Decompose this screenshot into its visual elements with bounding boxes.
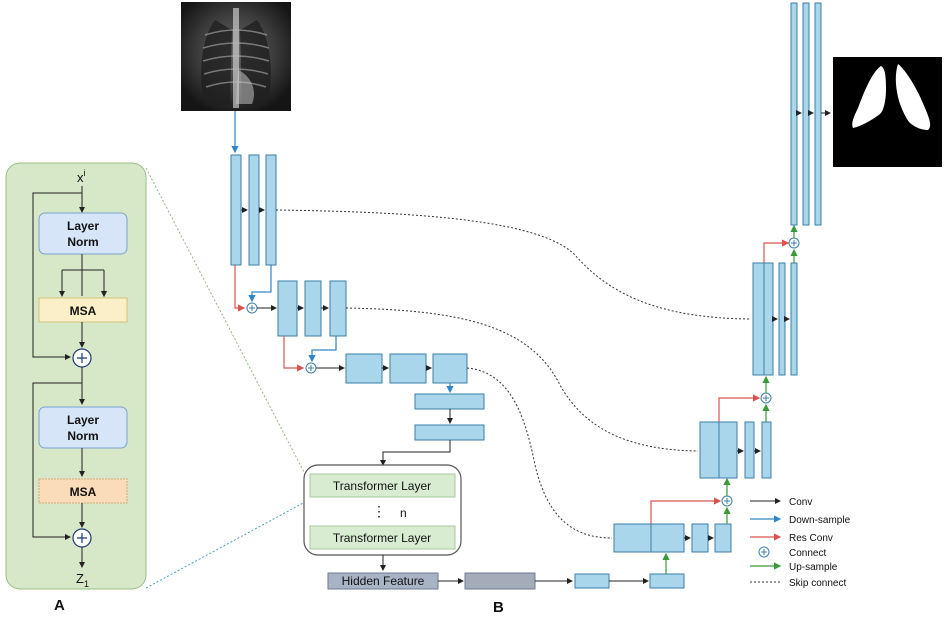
- svg-text:Down-sample: Down-sample: [789, 515, 851, 526]
- legend-item-res-conv: Res Conv: [750, 533, 833, 544]
- legend-item-connect: Connect: [758, 546, 826, 559]
- transformer-dots: ⋮: [372, 503, 386, 519]
- layer-norm-1: [38, 212, 128, 255]
- decoder-3-concat-right: [650, 523, 685, 553]
- legend-item-up-sample: Up-sample: [750, 562, 838, 573]
- msa-block-2: [38, 478, 128, 504]
- bottleneck-block-2: [414, 424, 485, 441]
- encoder-2-block-3: [329, 280, 347, 337]
- layer-norm-1-line1: Layer: [67, 219, 99, 233]
- encoder-1-block-1: [230, 154, 242, 266]
- layer-norm-2-line1: Layer: [67, 413, 99, 427]
- svg-text:Connect: Connect: [789, 548, 826, 559]
- encoder-1-block-2: [248, 154, 260, 266]
- svg-text:Res Conv: Res Conv: [789, 533, 833, 544]
- msa-1-label: MSA: [70, 304, 97, 318]
- encoder-3-block-1: [345, 353, 383, 384]
- connect-node-1: [246, 302, 258, 314]
- msa-block-1: [38, 297, 128, 323]
- decoder-1-block-2: [790, 262, 798, 376]
- decoder-3-concat-left: [613, 523, 652, 553]
- decoder-1-block-1: [778, 262, 786, 376]
- legend-item-skip-connect: Skip connect: [750, 578, 846, 589]
- layer-norm-2-line2: Norm: [67, 429, 98, 443]
- panel-a-input-label: xi: [77, 168, 86, 185]
- layer-norm-2: [38, 406, 128, 449]
- encoder-3-block-3: [432, 353, 468, 384]
- legend: Conv Down-sample Res Conv Connect Up-sam…: [750, 497, 851, 589]
- svg-text:Conv: Conv: [789, 497, 812, 508]
- decoder-entry-block-1: [574, 573, 610, 589]
- connect-node-2: [305, 362, 317, 374]
- decoder-2-concat-right: [718, 421, 738, 479]
- transformer-layer-top-label: Transformer Layer: [333, 479, 431, 493]
- lung-mask-image: [833, 57, 942, 167]
- layer-norm-1-line2: Norm: [67, 235, 98, 249]
- transformer-layer-bottom: [309, 525, 456, 550]
- bottleneck-block-1: [414, 393, 485, 410]
- reshape-block: [464, 572, 536, 590]
- decoder-1-concat-right: [763, 262, 774, 376]
- chest-xray-image: [181, 2, 291, 111]
- svg-text:Skip connect: Skip connect: [789, 578, 846, 589]
- transformer-layer-bottom-label: Transformer Layer: [333, 531, 431, 545]
- panel-a-output-label: Z1: [76, 571, 89, 589]
- encoder-1-block-3: [265, 154, 277, 266]
- svg-text:Up-sample: Up-sample: [789, 562, 838, 573]
- encoder-2-block-1: [277, 280, 298, 337]
- legend-item-down-sample: Down-sample: [750, 515, 851, 526]
- decoder-1-concat-left: [752, 262, 765, 376]
- panel-a-letter: A: [54, 597, 65, 614]
- decoder-3-block-2: [714, 523, 732, 553]
- output-block-2: [802, 2, 810, 226]
- output-block-3: [814, 2, 822, 226]
- hidden-feature-label: Hidden Feature: [342, 574, 425, 588]
- legend-item-conv: Conv: [750, 497, 812, 508]
- connect-node-5: [788, 237, 800, 249]
- decoder-2-concat-left: [699, 421, 720, 479]
- output-block-1: [790, 2, 798, 226]
- connect-node-4: [760, 392, 772, 404]
- connect-icon: [758, 546, 770, 558]
- decoder-entry-block-2: [649, 573, 685, 589]
- panel-b-letter: B: [493, 599, 504, 616]
- msa-2-label: MSA: [70, 485, 97, 499]
- encoder-2-block-2: [304, 280, 322, 337]
- transformer-layer-top: [309, 473, 456, 498]
- decoder-3-block-1: [691, 523, 709, 553]
- decoder-2-block-2: [761, 421, 772, 479]
- encoder-3-block-2: [389, 353, 427, 384]
- connect-node-3: [721, 495, 733, 507]
- decoder-2-block-1: [744, 421, 755, 479]
- transformer-n-label: n: [400, 506, 407, 520]
